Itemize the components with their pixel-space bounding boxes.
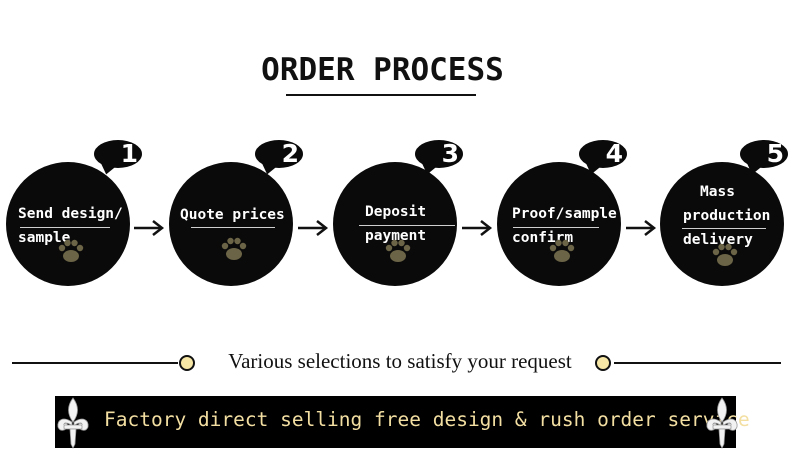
step-5: 5 Mass production delivery	[660, 140, 790, 292]
step-4: 4 Proof/sample confirm	[497, 140, 627, 292]
service-banner	[55, 396, 736, 448]
step-number-badge: 3	[415, 140, 463, 168]
step-1: 1 Send design/ sample	[6, 140, 142, 292]
arrow-right-icon	[298, 220, 329, 236]
step-divider	[20, 227, 110, 228]
divider-left	[12, 362, 178, 364]
paw-icon	[549, 239, 575, 262]
step-label-line-2: sample	[18, 230, 71, 246]
arrow-right-icon	[134, 220, 165, 236]
right-dot-icon	[595, 355, 611, 371]
page-title: ORDER PROCESS	[261, 52, 504, 88]
banner-text: Factory direct selling free design & rus…	[104, 408, 750, 431]
step-3: 3 Deposit payment	[333, 140, 463, 292]
step-circle	[333, 162, 457, 286]
divider-right	[614, 362, 781, 364]
step-circle	[497, 162, 621, 286]
paw-icon	[712, 243, 738, 266]
tagline: Various selections to satisfy your reque…	[228, 349, 572, 373]
step-2: 2 Quote prices	[169, 140, 303, 292]
step-divider	[513, 227, 599, 228]
arrow-right-icon	[626, 220, 657, 236]
step-label-line-1: Mass	[700, 184, 735, 200]
step-label-line-2: production	[683, 208, 771, 224]
arrow-right-icon	[462, 220, 493, 236]
step-number-badge: 4	[579, 140, 627, 168]
step-divider	[682, 228, 766, 229]
paw-icon	[385, 239, 411, 262]
left-dot-icon	[179, 355, 195, 371]
step-number-badge: 1	[94, 140, 142, 168]
step-label-line-1: Send design/	[18, 206, 123, 222]
step-label-line-2: payment	[365, 228, 427, 244]
step-circle	[169, 162, 293, 286]
step-label-line-1: Proof/sample	[512, 206, 617, 222]
step-circle	[6, 162, 130, 286]
paw-icon	[221, 237, 247, 260]
paw-icon	[58, 239, 84, 262]
title-underline	[286, 94, 476, 96]
step-divider	[359, 225, 455, 226]
step-divider	[191, 227, 275, 228]
step-label-line-3: delivery	[683, 232, 753, 248]
step-label-line-1: Quote prices	[180, 207, 285, 223]
step-label-line-1: Deposit	[365, 204, 427, 220]
fleur-de-lis-icon	[57, 397, 89, 449]
fleur-de-lis-icon	[706, 397, 738, 449]
step-number-badge: 5	[740, 140, 788, 168]
step-number-badge: 2	[255, 140, 303, 168]
